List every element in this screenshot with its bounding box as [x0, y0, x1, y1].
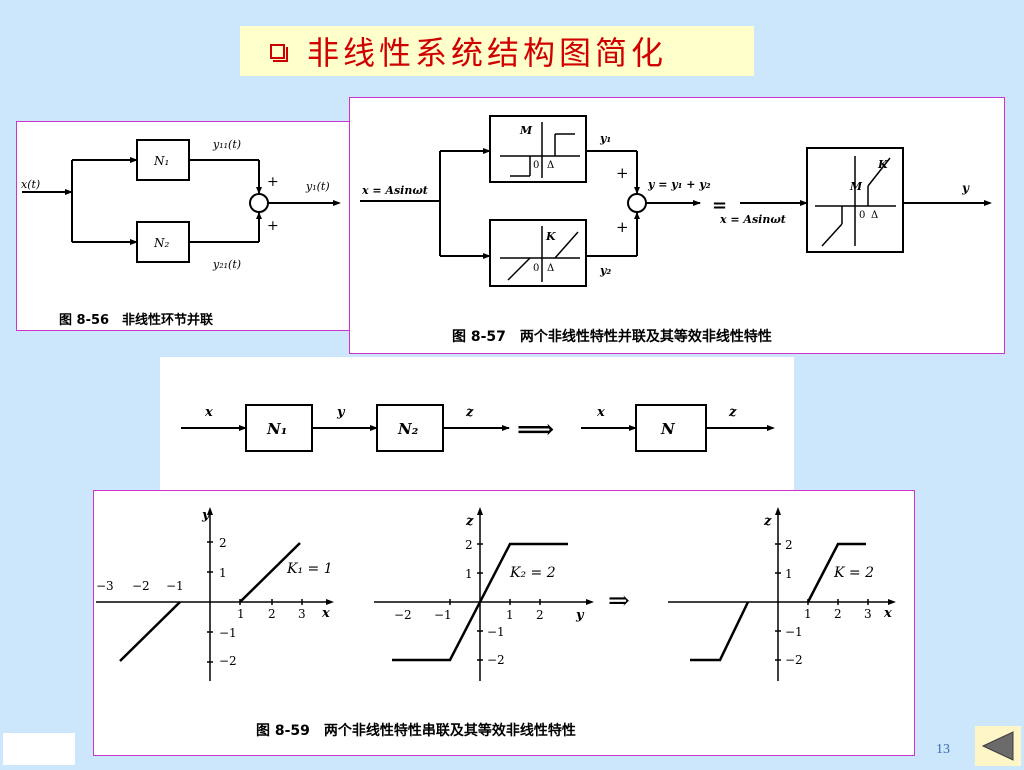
- back-nav-button[interactable]: [975, 726, 1021, 766]
- block-n-label: N: [660, 420, 676, 438]
- plot-1-xtick: 2: [268, 607, 276, 621]
- plot-3-ylabel: z: [763, 514, 772, 529]
- y-label: y: [336, 405, 346, 420]
- figure-8-57-caption: 图 8-57 两个非线性特性并联及其等效非线性特性: [452, 328, 772, 345]
- y1-label: y₁: [599, 132, 611, 145]
- plot-3-k-label: K = 2: [833, 565, 874, 581]
- figure-8-59-diagram: y x K₁ = 1 −3 −2 −1 1 2 3 2 1 −1 −2: [96, 507, 896, 739]
- plot-3-xtick: 2: [834, 607, 842, 621]
- plot-3-axes: [668, 511, 892, 681]
- figure-8-57-panel: M 0 Δ K 0 Δ K M 0 Δ x = Asinωt y₁ y₂ + +: [349, 97, 1005, 354]
- m-label-1: M: [519, 124, 533, 137]
- plot-2-ytick: 2: [465, 538, 473, 552]
- input-label: x(t): [21, 178, 40, 191]
- plot-2-ytick: −1: [487, 625, 505, 639]
- slide-title-box: 非线性系统结构图简化: [240, 26, 754, 76]
- plot-1-xtick: −3: [96, 579, 114, 593]
- plot-1-ytick: 1: [219, 566, 227, 580]
- plot-1-axes: [96, 511, 330, 681]
- figure-8-58-diagram: x y z N₁ N₂ N ⟹ x z: [181, 404, 775, 452]
- block-n2-label: N₂: [153, 236, 170, 250]
- plot-1-k-label: K₁ = 1: [286, 561, 333, 577]
- plot-1-ytick: −1: [219, 626, 237, 640]
- z-label-2: z: [728, 405, 737, 420]
- plot-3-xtick: 3: [864, 607, 872, 621]
- figure-8-59-panel: y x K₁ = 1 −3 −2 −1 1 2 3 2 1 −1 −2: [93, 490, 915, 756]
- plot-2-xtick: 2: [536, 608, 544, 622]
- plus-sign-2: +: [616, 218, 629, 236]
- figure-8-56-diagram: x(t) N₁ N₂ y₁₁(t) y₂₁(t) y₁(t) + + 图 8-5…: [21, 138, 341, 328]
- m-label-2: M: [849, 180, 863, 193]
- checkbox-bullet-icon: [270, 43, 288, 62]
- plot-1-xtick: 3: [298, 607, 306, 621]
- triangle-left-icon: [981, 731, 1014, 761]
- k-label-1: K: [545, 230, 556, 243]
- x-label: x: [204, 405, 213, 420]
- plot-2-xlabel: y: [575, 608, 585, 623]
- plot-3-ytick: −1: [785, 625, 803, 639]
- implies-arrow: ⟹: [517, 415, 554, 445]
- delta-label-2: Δ: [547, 263, 554, 274]
- output-label: y: [961, 181, 970, 195]
- plus-sign-1: +: [616, 164, 629, 182]
- block-n1-label: N₁: [266, 420, 287, 438]
- delta-label-3: Δ: [871, 210, 878, 221]
- block-n2-label: N₂: [397, 420, 419, 438]
- plot-1-xtick: 1: [237, 607, 245, 621]
- plus-sign-1: +: [267, 174, 279, 190]
- figure-8-59-caption: 图 8-59 两个非线性特性串联及其等效非线性特性: [256, 722, 576, 739]
- equals-sign: =: [712, 195, 727, 216]
- sum-label: y = y₁ + y₂: [647, 178, 711, 191]
- plot-1-xlabel: x: [321, 606, 330, 621]
- z-label: z: [465, 405, 474, 420]
- plot-2-ylabel: z: [465, 514, 474, 529]
- plus-sign-2: +: [267, 218, 279, 234]
- plot-2-xtick: 1: [506, 608, 514, 622]
- plot-3-curve: [690, 542, 866, 662]
- plot-2-ytick: −2: [487, 653, 505, 667]
- slide-title: 非线性系统结构图简化: [307, 34, 668, 72]
- k-label-2: K: [877, 158, 888, 171]
- y21-label: y₂₁(t): [212, 258, 241, 271]
- plot-1-ytick: 2: [219, 536, 227, 550]
- x-label-2: x: [596, 405, 605, 420]
- implies-arrow: ⇒: [608, 586, 630, 616]
- deadzone-characteristic: [500, 226, 580, 282]
- plot-2-k-label: K₂ = 2: [509, 565, 556, 581]
- output-label: y₁(t): [305, 180, 330, 193]
- figure-8-57-diagram: M 0 Δ K 0 Δ K M 0 Δ x = Asinωt y₁ y₂ + +: [360, 115, 992, 345]
- plot-3-ytick: −2: [785, 653, 803, 667]
- plot-1-ylabel: y: [201, 508, 211, 523]
- plot-1-ytick: −2: [219, 654, 237, 668]
- plot-2-xtick: −1: [434, 608, 452, 622]
- relay-deadzone-characteristic: [500, 122, 580, 178]
- equiv-input-label: x = Asinωt: [719, 213, 786, 226]
- plot-1-xtick: −1: [166, 579, 184, 593]
- zero-label-2: 0: [533, 263, 539, 274]
- plot-1-xtick: −2: [132, 579, 150, 593]
- y2-label: y₂: [599, 264, 611, 277]
- delta-label-1: Δ: [547, 160, 554, 171]
- plot-3-xtick: 1: [804, 607, 812, 621]
- block-n1-label: N₁: [153, 154, 169, 168]
- plot-3-ytick: 2: [785, 538, 793, 552]
- plot-2-xtick: −2: [394, 608, 412, 622]
- equivalent-characteristic: [815, 156, 896, 247]
- footer-placeholder-box: [3, 733, 75, 765]
- plot-2-axes: [374, 511, 590, 681]
- zero-label-1: 0: [533, 160, 539, 171]
- y11-label: y₁₁(t): [212, 138, 241, 151]
- plot-3-ytick: 1: [785, 567, 793, 581]
- figure-8-56-panel: x(t) N₁ N₂ y₁₁(t) y₂₁(t) y₁(t) + + 图 8-5…: [16, 121, 354, 331]
- input-label: x = Asinωt: [361, 184, 428, 197]
- zero-label-3: 0: [859, 210, 865, 221]
- plot-3-xlabel: x: [883, 606, 892, 621]
- figure-8-56-caption: 图 8-56 非线性环节并联: [59, 312, 213, 328]
- plot-2-ytick: 1: [465, 567, 473, 581]
- plot-2-curve: [392, 542, 568, 662]
- page-number: 13: [936, 742, 950, 757]
- figure-8-58-panel: x y z N₁ N₂ N ⟹ x z: [160, 357, 794, 491]
- plot-1-curve: [119, 542, 301, 662]
